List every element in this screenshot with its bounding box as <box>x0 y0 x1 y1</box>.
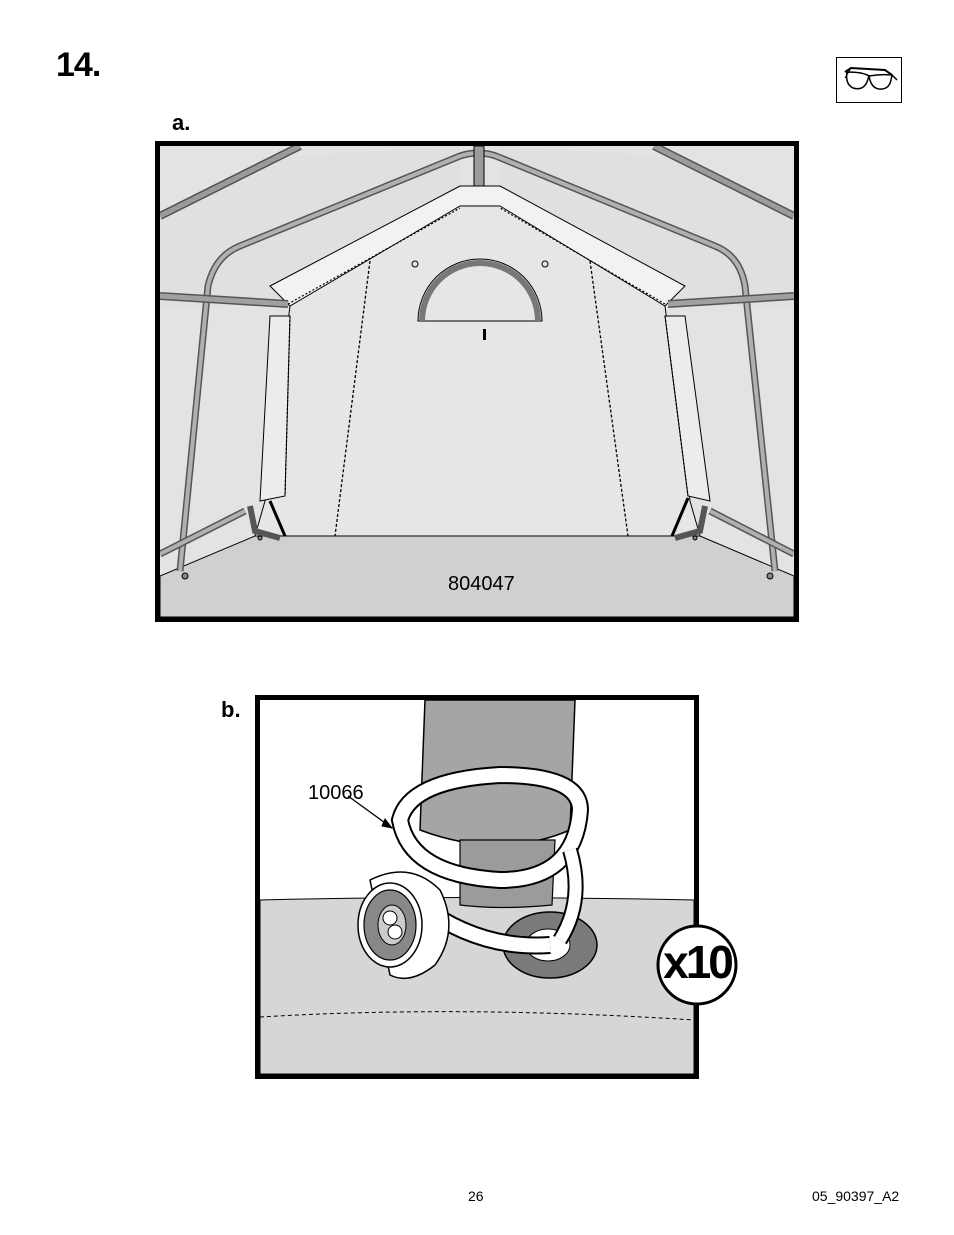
figure-b-label: b. <box>221 697 241 723</box>
part-number-804047: 804047 <box>448 573 515 596</box>
safety-glasses-box <box>836 57 902 103</box>
quantity-badge: x10 <box>655 923 739 1007</box>
figure-a-label: a. <box>172 110 190 136</box>
step-number: 14. <box>56 46 100 85</box>
bungee-ball-illustration <box>260 700 694 1074</box>
figure-a-panel: 804047 <box>155 141 799 622</box>
shelter-interior-illustration <box>160 146 794 617</box>
safety-glasses-icon <box>837 58 900 101</box>
part-number-10066: 10066 <box>308 782 364 805</box>
page-number: 26 <box>468 1188 484 1204</box>
document-code: 05_90397_A2 <box>812 1188 899 1204</box>
figure-b-panel: 10066 <box>255 695 699 1079</box>
quantity-text: x10 <box>655 935 739 989</box>
